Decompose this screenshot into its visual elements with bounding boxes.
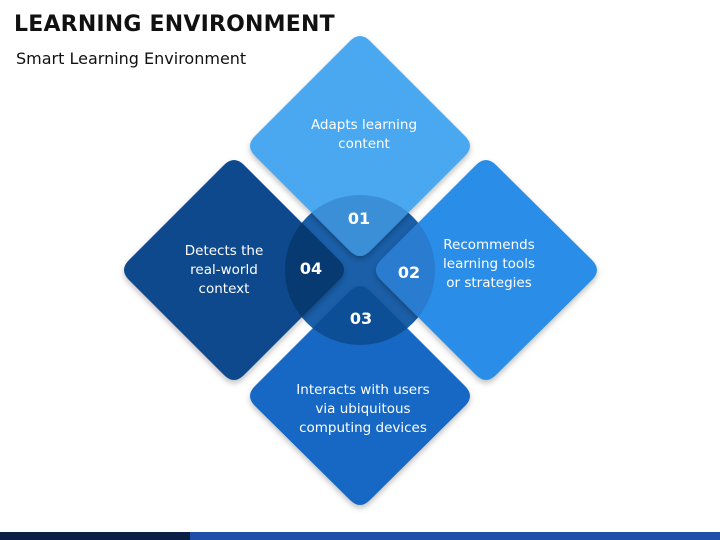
diamond-01 xyxy=(250,36,470,256)
step-number-03: 03 xyxy=(349,309,373,328)
page-title: LEARNING ENVIRONMENT xyxy=(14,12,335,37)
step-number-04: 04 xyxy=(299,259,323,278)
footer-bar-dark-segment xyxy=(0,532,190,540)
step-text-03: Interacts with users via ubiquitous comp… xyxy=(296,382,430,436)
footer-bar-blue-segment xyxy=(190,532,720,540)
diamond-03 xyxy=(250,286,470,505)
diamond-02 xyxy=(376,160,597,380)
footer-bar xyxy=(0,532,720,540)
step-text-02: Recommends learning tools or strategies xyxy=(443,237,535,291)
step-text-04: Detects the real-world context xyxy=(184,243,264,297)
step-number-01: 01 xyxy=(347,209,371,228)
step-text-01: Adapts learning content xyxy=(310,117,418,152)
page-subtitle: Smart Learning Environment xyxy=(16,49,247,68)
diamond-04 xyxy=(124,160,344,380)
step-number-02: 02 xyxy=(397,263,421,282)
center-circle xyxy=(285,195,435,345)
